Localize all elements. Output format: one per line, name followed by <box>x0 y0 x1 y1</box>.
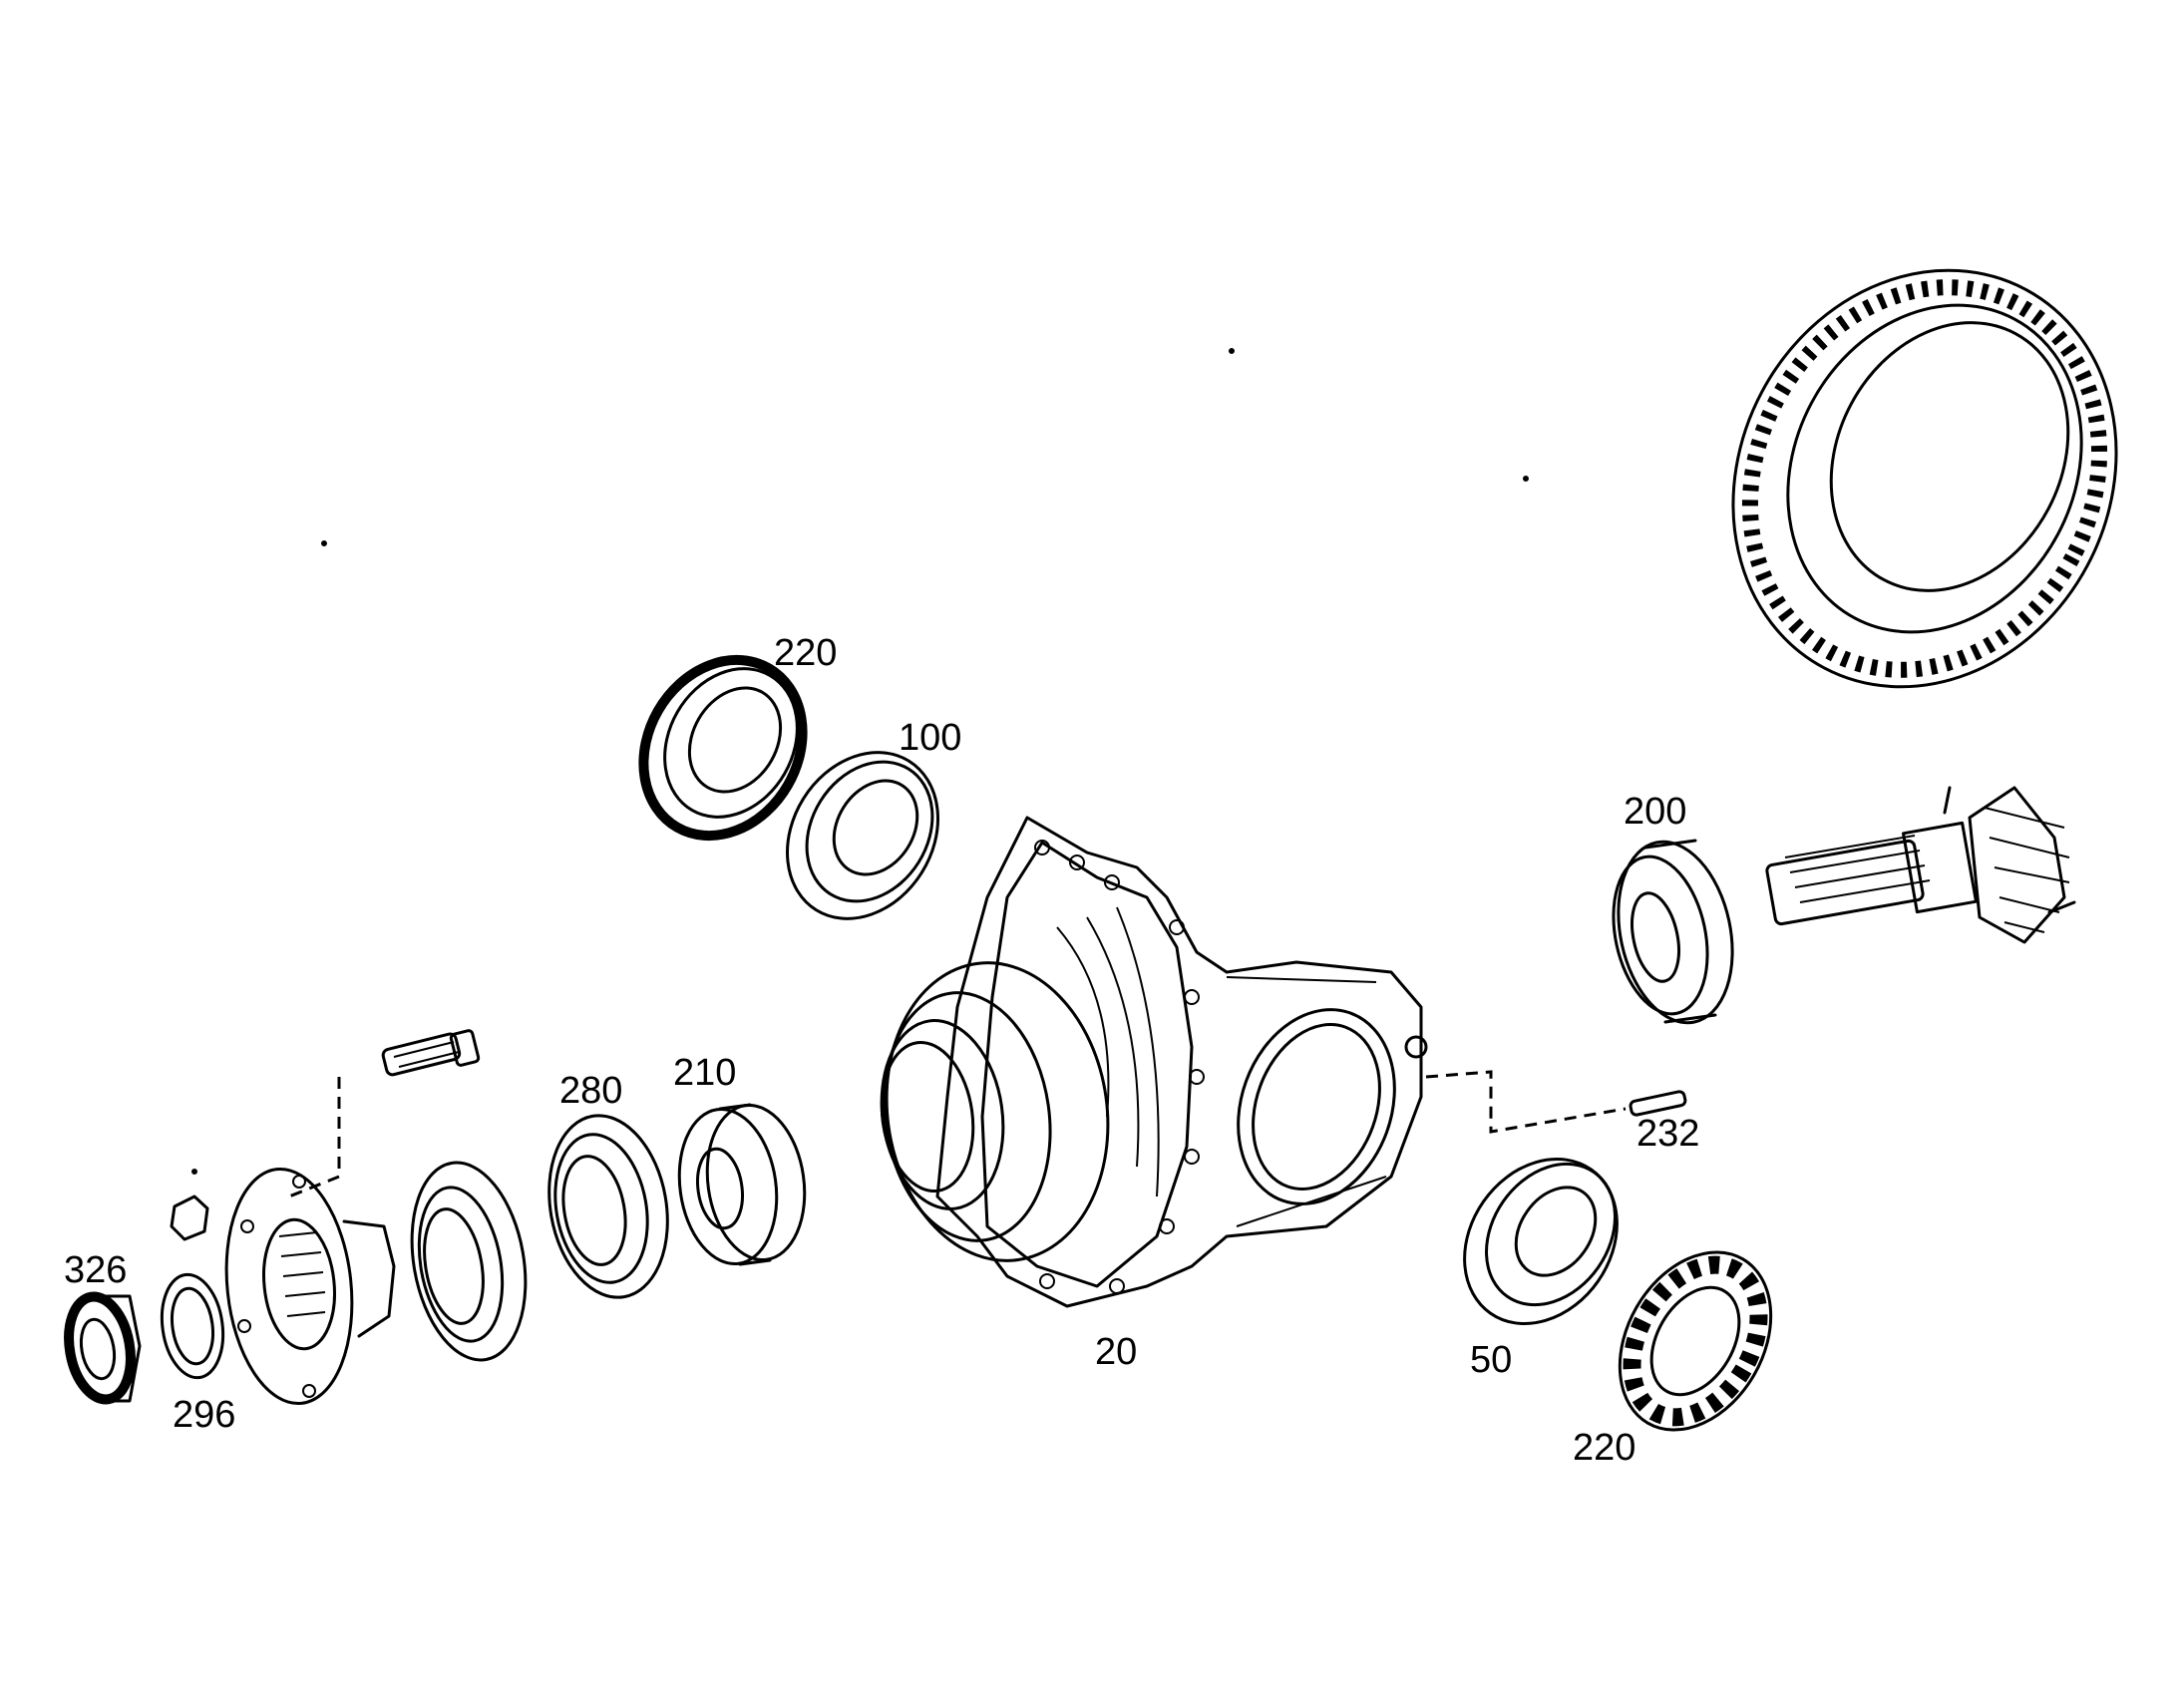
roller-cage-220-bottom-part <box>1618 1250 1773 1432</box>
callout-210: 210 <box>673 1052 737 1094</box>
seal-280-part <box>547 1114 669 1299</box>
small-nut-part <box>170 1195 209 1241</box>
bearing-100-part <box>786 751 939 920</box>
ring-gear <box>1731 268 2118 689</box>
callout-232: 232 <box>1636 1113 1700 1155</box>
callout-50: 50 <box>1470 1339 1513 1381</box>
callout-100: 100 <box>899 717 962 759</box>
pin-232-part <box>1425 1070 1687 1134</box>
bolt-part <box>288 1029 481 1198</box>
bearing-210-part <box>677 1103 807 1266</box>
washer-296-part <box>160 1272 225 1380</box>
callout-326: 326 <box>64 1249 128 1291</box>
differential-housing <box>880 816 1428 1308</box>
bearing-50-part <box>1463 1157 1619 1326</box>
callout-296: 296 <box>173 1394 236 1436</box>
pinion-shaft <box>1765 786 2076 944</box>
seal-ring-part <box>410 1161 528 1362</box>
roller-cage-220-top-part <box>638 654 808 842</box>
bearing-200-part <box>1612 839 1734 1025</box>
callout-220-top: 220 <box>774 632 838 674</box>
callout-220-bottom: 220 <box>1573 1427 1636 1469</box>
drive-flange-part <box>224 1167 396 1406</box>
callout-20: 20 <box>1095 1331 1138 1373</box>
callout-200: 200 <box>1624 791 1687 833</box>
nut-326-part <box>64 1291 142 1405</box>
callout-280: 280 <box>559 1070 623 1112</box>
